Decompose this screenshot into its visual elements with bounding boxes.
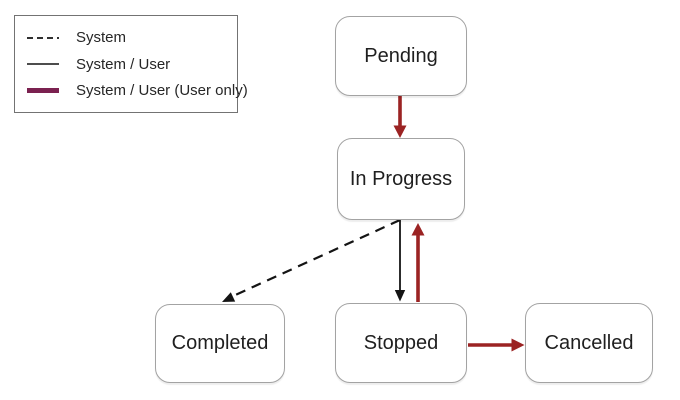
edge-inprogress-to-stopped <box>394 220 406 302</box>
edge-stopped-to-cancelled <box>468 338 525 352</box>
legend-row-user-only: System / User (User only) <box>15 82 248 99</box>
arrowhead-downleft-icon <box>222 292 236 302</box>
arrowhead-up-icon <box>411 223 425 236</box>
legend-label: System / User (User only) <box>76 81 248 99</box>
node-completed: Completed <box>155 304 285 383</box>
arrowhead-right-icon <box>511 338 525 352</box>
node-label: Pending <box>364 44 438 67</box>
node-label: Completed <box>171 332 269 354</box>
node-label: Stopped <box>363 331 439 354</box>
node-label: In Progress <box>349 167 453 190</box>
node-cancelled: Cancelled <box>525 303 653 383</box>
edge-line-dashed <box>231 218 401 298</box>
legend-box: System System / User System / User (User… <box>14 15 248 113</box>
arrowhead-down-icon <box>393 125 407 138</box>
edge-stopped-to-inprogress <box>411 223 425 302</box>
legend-label: System / User <box>76 55 171 73</box>
thick-line-swatch-icon <box>27 87 59 93</box>
arrowhead-down-icon <box>394 290 406 302</box>
solid-line-swatch-icon <box>27 63 59 65</box>
node-stopped: Stopped <box>335 303 467 383</box>
edge-inprogress-to-completed <box>222 218 401 302</box>
legend-row-system: System <box>15 29 237 46</box>
dashed-line-swatch-icon <box>27 36 59 39</box>
legend-row-system-user: System / User <box>15 56 237 73</box>
edge-pending-to-inprogress <box>393 96 407 138</box>
node-pending: Pending <box>335 16 467 96</box>
legend-label: System <box>76 29 127 47</box>
node-in-progress: In Progress <box>337 138 465 220</box>
node-label: Cancelled <box>544 331 634 354</box>
